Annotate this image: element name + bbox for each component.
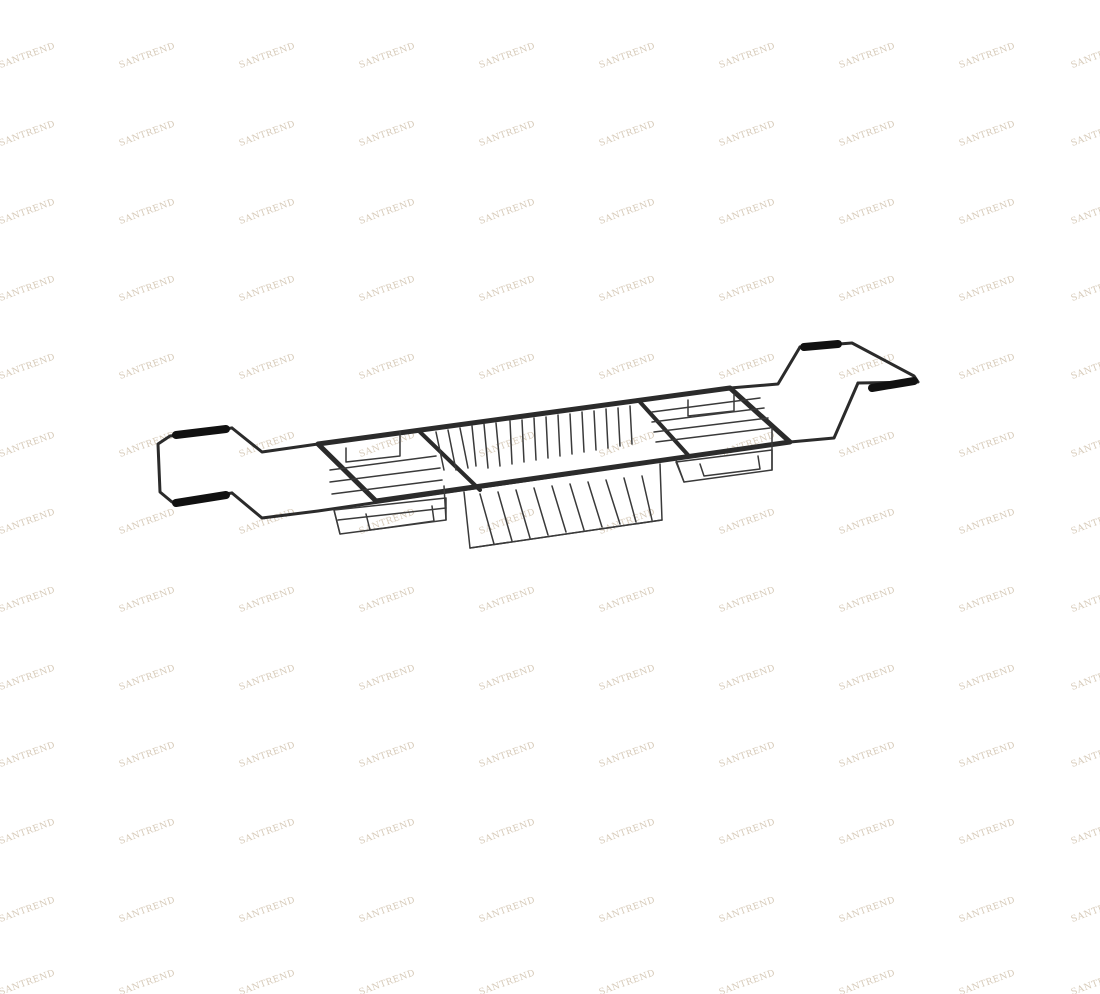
side-rails <box>230 345 860 520</box>
right-soap-basket <box>651 393 773 483</box>
tray-frame <box>315 385 793 504</box>
left-handle <box>156 425 234 507</box>
right-handle <box>798 340 920 392</box>
left-soap-basket <box>329 431 447 535</box>
center-basket <box>435 405 663 549</box>
